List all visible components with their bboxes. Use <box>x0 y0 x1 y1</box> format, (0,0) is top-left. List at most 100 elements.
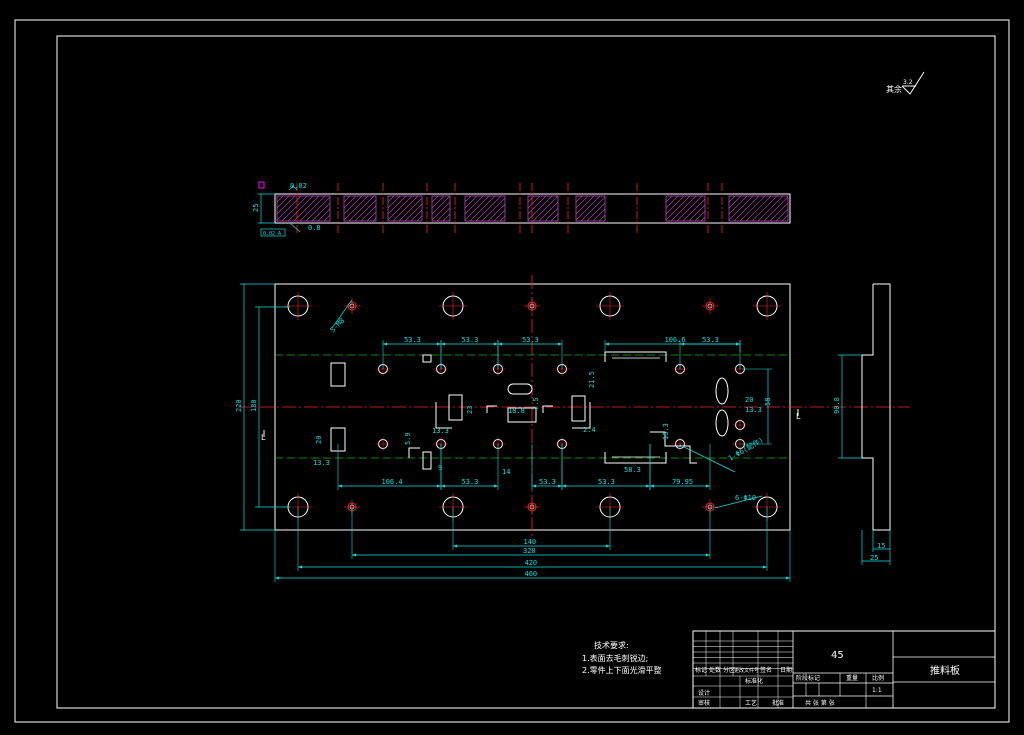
dim-bottom-1-label: 106.4 <box>382 478 403 486</box>
dim-inner-5-9: 5.9 <box>404 432 412 445</box>
dim-top-4-label: 106.6 <box>665 336 686 344</box>
oval-hole <box>715 377 729 437</box>
dim-inner-21-5: 21.5 <box>588 371 596 388</box>
dim-inner-9: 9 <box>438 464 442 472</box>
dim-overall-320: 320 <box>351 507 711 559</box>
hatch-region <box>527 195 559 222</box>
oblong-slot <box>507 383 533 395</box>
dim-inner-2-4: 2.4 <box>583 426 596 434</box>
side-height-dim: 90.8 <box>833 397 841 414</box>
dim-bottom-2: 53.3 <box>440 444 499 490</box>
roughness-symbol: 其余 3.2 <box>886 71 925 95</box>
dim-overall-420-label: 420 <box>525 559 538 567</box>
side-view: 90.8 15 25 <box>833 283 891 565</box>
pocket <box>422 451 432 470</box>
dim-bottom-5-label: 79.95 <box>672 478 693 486</box>
dim-top-3: 53.3 <box>497 336 563 369</box>
top-section-view: 25 0.02 0.02 A 0.8 <box>252 181 791 237</box>
technical-requirements: 技术要求: 1.表面去毛刺锐边; 2.零件上下面光滑平整 <box>582 640 662 675</box>
front-view-dimensions: 53.3 53.3 53.3 106.6 53.3 106.4 53.3 53.3 53.3 79… <box>274 336 791 582</box>
dim-inner-7-5: 7.5 <box>532 397 540 410</box>
tb-label-approve: 批准 <box>772 699 784 707</box>
top-thickness-dim: 25 <box>252 204 260 212</box>
counterbore-hole <box>596 292 624 320</box>
hole-note-phi10: 6-Φ10 <box>735 494 756 502</box>
roughness-value-text: 3.2 <box>903 79 913 86</box>
dim-inner-13-3c: 13.3 <box>662 423 670 440</box>
counterbore-hole <box>284 292 312 320</box>
counterbore-hole <box>753 292 781 320</box>
dim-top-1-label: 53.3 <box>404 336 421 344</box>
hatch-region <box>276 195 331 222</box>
small-holes <box>376 362 747 451</box>
dim-top-5-label: 53.3 <box>702 336 719 344</box>
dim-bottom-4-label: 53.3 <box>598 478 615 486</box>
sheet-outer-border <box>14 19 1010 723</box>
hatch-region <box>575 195 606 222</box>
tb-label-standard: 标准化 <box>745 677 763 685</box>
dim-overall-460: 460 <box>274 530 791 582</box>
side-step-dim: 15 <box>877 542 885 550</box>
sheet-inner-border <box>56 35 996 709</box>
pocket <box>571 395 586 422</box>
tb-label-scale: 比例 <box>872 674 884 682</box>
pocket <box>448 394 463 421</box>
threaded-hole <box>524 499 540 515</box>
tech-note-1: 1.表面去毛刺锐边; <box>582 653 648 663</box>
dim-bottom-5: 79.95 <box>649 444 711 490</box>
title-block: 45 推料板 1:1 共 张 第 张 阶段标记 重量 比例 标记 处数 分区 更… <box>692 630 996 709</box>
tb-sheet: 共 张 第 张 <box>805 699 835 707</box>
dim-bottom-2-label: 53.3 <box>462 478 479 486</box>
dim-overall-140-label: 140 <box>524 538 537 546</box>
top-tol-box: 0.02 A <box>263 231 281 237</box>
channel-bottom <box>604 452 667 464</box>
tb-label-review: 审核 <box>698 699 710 707</box>
hatch-region <box>464 195 506 222</box>
hole-note-phi6: 1-Φ6(配作) <box>727 435 766 462</box>
hatch-region <box>387 195 423 222</box>
dim-overall-460-label: 460 <box>525 570 538 578</box>
tb-label-change: 更改文件号 <box>734 667 759 674</box>
dim-inner-20b: 20 <box>745 396 753 404</box>
pocket <box>422 354 432 363</box>
channel-top <box>604 351 667 362</box>
small-hole <box>733 418 747 432</box>
dim-top-3-label: 53.3 <box>522 336 539 344</box>
roughness-mark-text: 其余 <box>886 84 902 94</box>
dim-overall-420: 420 <box>297 507 768 571</box>
pocket <box>507 407 537 423</box>
dim-top-2-label: 53.3 <box>462 336 479 344</box>
flatness-marker <box>258 181 265 189</box>
hatch-region <box>728 195 789 222</box>
dim-inner-58-3: 58.3 <box>624 466 641 474</box>
tb-label-stage: 阶段标记 <box>796 674 820 682</box>
tb-label-design: 设计 <box>698 689 710 697</box>
dim-inner-13-3d: 13.3 <box>745 406 762 414</box>
top-flatness-dim: 0.02 <box>290 182 307 190</box>
dim-bottom-3-label: 53.3 <box>539 478 556 486</box>
dim-top-1: 53.3 <box>382 336 442 369</box>
threaded-hole <box>524 298 540 314</box>
section-label-left: L <box>261 433 266 442</box>
small-hole <box>673 437 687 451</box>
side-width-dim: 25 <box>870 554 878 562</box>
hatch-regions <box>276 195 789 222</box>
dim-vertical-220: 220 <box>235 399 243 412</box>
dim-top-2: 53.3 <box>440 336 499 369</box>
tb-label-date: 日期 <box>780 666 792 674</box>
threaded-hole <box>702 298 718 314</box>
dim-bottom-3: 53.3 <box>531 444 563 490</box>
pocket <box>330 362 346 387</box>
section-label-right: L <box>796 412 801 421</box>
threaded-holes <box>344 298 718 515</box>
tb-label-zone: 分区 <box>723 666 735 674</box>
slots-and-pockets <box>330 351 729 470</box>
title-block-grid <box>693 631 793 708</box>
tb-label-process: 工艺 <box>745 699 757 707</box>
tech-notes-title: 技术要求: <box>594 640 629 650</box>
dim-top-5: 53.3 <box>679 336 741 369</box>
dim-vertical-180: 180 <box>250 399 258 412</box>
front-plan-view: 53.3 53.3 53.3 106.6 53.3 106.4 53.3 53.3 53.3 79… <box>235 275 910 582</box>
tb-label-weight: 重量 <box>846 674 858 682</box>
